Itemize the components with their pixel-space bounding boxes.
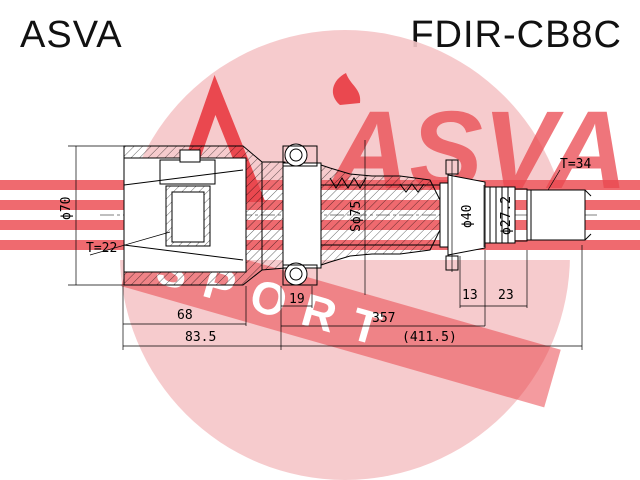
inner-cv-joint — [123, 145, 263, 286]
axle-shaft — [439, 159, 592, 271]
dimension-lines — [68, 140, 583, 350]
dimension-labels: ϕ70 T=22 Sϕ75 ϕ40 ϕ27.2 T=34 68 83.5 19 … — [59, 157, 591, 345]
dim-len-411-5: (411.5) — [402, 330, 457, 345]
brand-name: ASVA — [20, 14, 123, 56]
dim-len-68: 68 — [177, 308, 193, 323]
dim-spline-diameter: ϕ27.2 — [499, 196, 514, 235]
part-number: FDIR-CB8C — [410, 14, 622, 56]
dim-len-13: 13 — [462, 288, 478, 303]
dim-spline-left: T=22 — [86, 241, 117, 256]
dim-len-83-5: 83.5 — [185, 330, 216, 345]
boot-and-bearing — [261, 143, 441, 286]
dim-sphere-diameter: Sϕ75 — [349, 201, 364, 232]
dim-len-357: 357 — [372, 311, 395, 326]
dim-len-23: 23 — [498, 288, 514, 303]
dim-spline-right: T=34 — [560, 157, 591, 172]
flame-icon — [332, 73, 361, 105]
dim-shaft-diameter: ϕ40 — [460, 205, 475, 228]
dim-len-19: 19 — [289, 292, 305, 307]
dim-outer-diameter: ϕ70 — [59, 197, 74, 220]
